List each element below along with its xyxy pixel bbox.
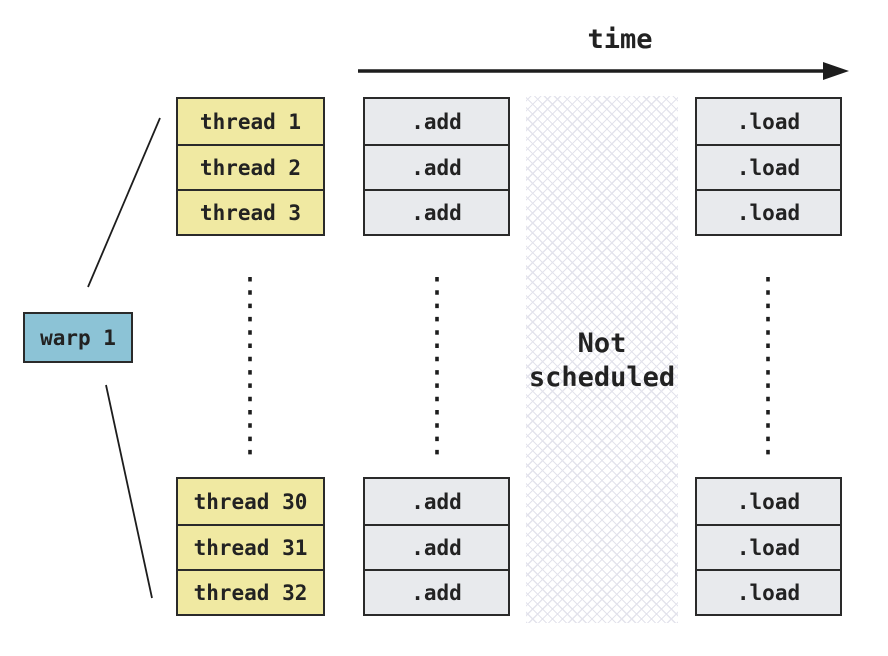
load-instruction-group-bottom: .load .load .load [695, 477, 842, 616]
thread-box: thread 30 [178, 479, 323, 524]
add-instruction-group-bottom: .add .add .add [363, 477, 510, 616]
add-instruction-group-top: .add .add .add [363, 97, 510, 236]
time-axis-label: time [587, 24, 653, 55]
add-instruction-box: .add [365, 99, 508, 144]
add-instruction-box: .add [365, 569, 508, 614]
add-instruction-box: .add [365, 524, 508, 569]
warp-box: warp 1 [23, 312, 133, 363]
thread-group-top: thread 1 thread 2 thread 3 [176, 97, 325, 236]
thread-group-bottom: thread 30 thread 31 thread 32 [176, 477, 325, 616]
not-scheduled-label: Not scheduled [518, 327, 686, 395]
load-instruction-box: .load [697, 524, 840, 569]
time-arrow [358, 62, 849, 80]
thread-box: thread 3 [178, 189, 323, 234]
thread-box: thread 2 [178, 144, 323, 189]
time-arrowhead-icon [823, 62, 849, 80]
add-instruction-box: .add [365, 479, 508, 524]
not-scheduled-line1: Not [577, 328, 627, 359]
add-instruction-box: .add [365, 144, 508, 189]
load-instruction-box: .load [697, 99, 840, 144]
not-scheduled-band [526, 96, 678, 623]
connector-line-top [87, 117, 161, 288]
load-instruction-box: .load [697, 479, 840, 524]
load-instruction-group-top: .load .load .load [695, 97, 842, 236]
load-instruction-box: .load [697, 144, 840, 189]
thread-box: thread 32 [178, 569, 323, 614]
thread-box: thread 31 [178, 524, 323, 569]
connector-line-bottom [105, 384, 153, 599]
not-scheduled-line2: scheduled [528, 362, 676, 393]
load-instruction-box: .load [697, 189, 840, 234]
load-instruction-box: .load [697, 569, 840, 614]
add-instruction-box: .add [365, 189, 508, 234]
thread-box: thread 1 [178, 99, 323, 144]
